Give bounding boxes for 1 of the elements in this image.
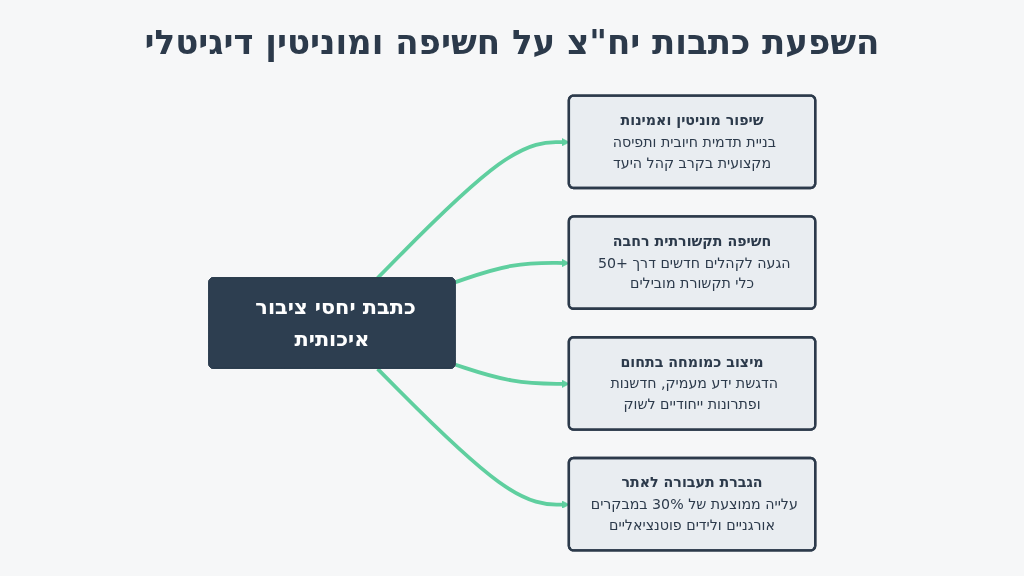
title: השפעת כתבות יח"צ על חשיפה ומוניטין דיגיטלי — [144, 22, 880, 62]
